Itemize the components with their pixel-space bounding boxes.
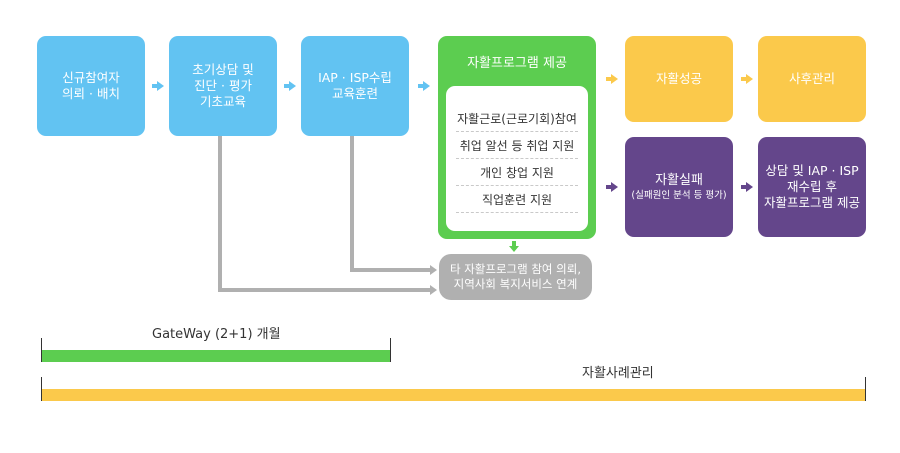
iap-isp-line-2: 교육훈련 [331,86,378,101]
fail-title: 자활실패 [655,172,703,188]
arrow-program-to-fail [606,182,618,192]
other-support-box: 타 자활프로그램 참여 의뢰, 지역사회 복지서비스 연계 [439,254,592,300]
recounsel-line-3: 자활프로그램 제공 [764,195,860,210]
arrow-1-to-2 [152,81,164,91]
aftercare-box: 사후관리 [758,36,866,122]
arrow-fail-to-counsel [741,182,753,192]
gateway-start-tick [41,338,42,362]
new-participant-line-1: 신규참여자 [62,70,120,85]
arrow-program-to-other [509,241,519,252]
other-support-line-2: 지역사회 복지서비스 연계 [453,277,578,291]
arrow-program-to-success [606,74,618,84]
success-box: 자활성공 [625,36,733,122]
initial-counsel-box: 초기상담 및 진단 · 평가 기초교육 [169,36,277,136]
iap-isp-box: IAP · ISP수립 교육훈련 [301,36,409,136]
other-support-line-1: 타 자활프로그램 참여 의뢰, [449,262,581,276]
recounsel-line-1: 상담 및 IAP · ISP [765,163,859,178]
case-management-label: 자활사례관리 [582,366,654,381]
arrow-success-to-aftercare [741,74,753,84]
case-end-tick [865,377,866,401]
gateway-bar [42,350,390,362]
success-label: 자활성공 [655,71,702,86]
program-item-training: 직업훈련 지원 [456,186,578,213]
gateway-end-tick [390,338,391,362]
program-item-employment: 취업 알선 등 취업 지원 [456,132,578,159]
program-title: 자활프로그램 제공 [467,56,567,71]
case-management-bar [42,389,865,401]
fail-subtitle: (실패원인 분석 등 평가) [631,189,727,201]
arrow-3-to-program [418,81,430,91]
case-start-tick [41,377,42,401]
program-item-work: 자활근로(근로기회)참여 [456,105,578,132]
fail-box: 자활실패 (실패원인 분석 등 평가) [625,137,733,237]
iap-isp-line-1: IAP · ISP수립 [318,70,392,85]
new-participant-box: 신규참여자 의뢰 · 배치 [37,36,145,136]
arrow-2-to-3 [284,81,296,91]
initial-counsel-line-3: 기초교육 [199,94,246,109]
program-item-startup: 개인 창업 지원 [456,159,578,186]
initial-counsel-line-1: 초기상담 및 [192,62,254,77]
new-participant-line-2: 의뢰 · 배치 [62,86,120,101]
recounsel-line-2: 재수립 후 [787,179,837,194]
gateway-label: GateWay (2+1) 개월 [152,327,281,342]
program-list: 자활근로(근로기회)참여 취업 알선 등 취업 지원 개인 창업 지원 직업훈련… [446,86,588,231]
connector-line-from-initial-counsel-vertical [218,136,222,292]
arrow-to-other-support-lower [425,285,437,295]
arrow-to-other-support-upper [425,265,437,275]
connector-line-from-iap-vertical [350,136,354,272]
connector-line-from-initial-counsel-horizontal [218,288,430,292]
aftercare-label: 사후관리 [788,71,835,86]
initial-counsel-line-2: 진단 · 평가 [194,78,252,93]
recounsel-box: 상담 및 IAP · ISP 재수립 후 자활프로그램 제공 [758,137,866,237]
connector-line-from-iap-horizontal [350,268,430,272]
